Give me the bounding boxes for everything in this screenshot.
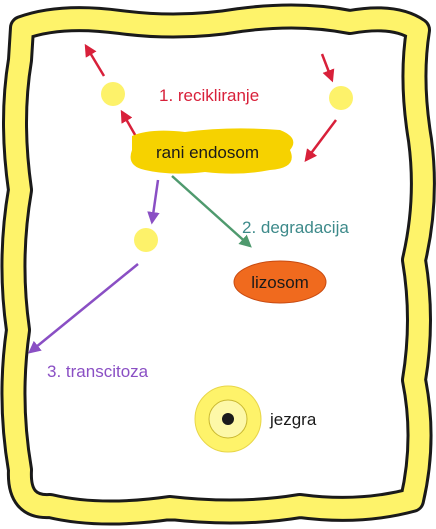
- recycling-arrow-to-endosome: [306, 120, 336, 160]
- transcytosis-arrow-to-membrane: [30, 264, 138, 352]
- recycling-arrow-from-membrane: [322, 54, 332, 80]
- vesicle-transcytosis: [134, 228, 158, 252]
- label-lysosome: lizosom: [251, 273, 309, 292]
- transcytosis-arrow-down: [152, 180, 158, 222]
- degradation-arrow: [172, 176, 250, 246]
- label-transcytosis: 3. transcitoza: [47, 362, 149, 381]
- label-nucleus: jezgra: [269, 410, 317, 429]
- vesicle-right: [329, 86, 353, 110]
- vesicle-left: [101, 82, 125, 106]
- recycling-arrow-up-left: [86, 46, 104, 76]
- label-degradation: 2. degradacija: [242, 218, 349, 237]
- nucleus: [195, 386, 261, 452]
- label-early-endosome: rani endosom: [156, 143, 259, 162]
- label-recycling: 1. recikliranje: [159, 86, 259, 105]
